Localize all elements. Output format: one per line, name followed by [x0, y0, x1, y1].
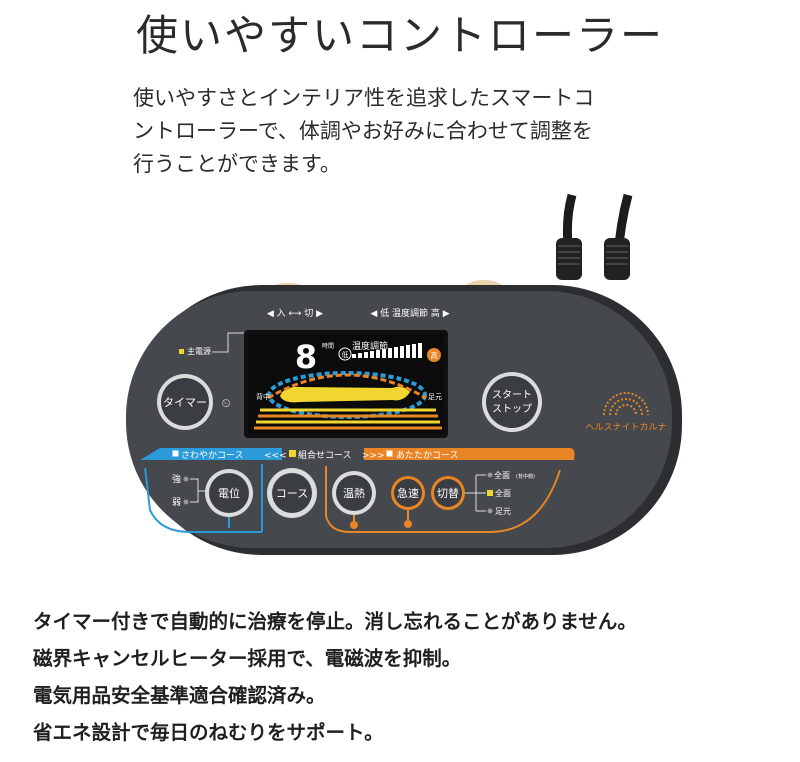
strong-label: 強 [172, 473, 181, 485]
timer-button-label: タイマー [163, 396, 207, 409]
course-combined-label: 組合せコース [298, 449, 352, 461]
switch-button[interactable]: 切替 [431, 476, 465, 510]
course-button[interactable]: コース [267, 468, 317, 518]
rapid-button-label: 急速 [397, 486, 419, 500]
feature-list: タイマー付きで自動的に治療を停止。消し忘れることがありません。 磁界キャンセルヒ… [33, 603, 793, 751]
switch-button-label: 切替 [437, 486, 459, 500]
low-badge: 低 [342, 350, 349, 359]
power-led [179, 349, 184, 354]
controller-image: ◀ 入 ⟷ 切 ▶ ◀ 低 温度調節 高 ▶ 主電源 8 時間 低 温度調節 高 [126, 193, 682, 555]
start-stop-button[interactable]: スタート ストップ [482, 372, 542, 432]
main-power-label: 主電源 [187, 346, 211, 356]
clock-icon: ⏲ [221, 396, 230, 410]
course-bar: さわやかコース <<< 組合せコース >>> あたたかコース [140, 448, 575, 461]
intro-text: 使いやすさとインテリア性を追求したスマートコ ントローラーで、体調やお好みに合わ… [133, 82, 693, 181]
mode-feet-label: 足元 [495, 507, 511, 516]
intro-line: 使いやすさとインテリア性を追求したスマートコ [133, 86, 595, 110]
high-badge: 高 [431, 351, 438, 360]
back-label: 背中 [256, 392, 270, 401]
arrows-left-icon: <<< [264, 451, 287, 461]
course-refresh-label: さわやかコース [181, 450, 244, 461]
feature-item: 電気用品安全基準適合確認済み。 [33, 684, 326, 707]
temp-title: 温度調節 [352, 340, 388, 352]
feature-item: 省エネ設計で毎日のねむりをサポート。 [33, 721, 384, 744]
brand-logo: ヘルスナイトカルナ [585, 392, 667, 433]
arrows-right-icon: >>> [362, 451, 385, 461]
feature-item: 磁界キャンセルヒーター採用で、電磁波を抑制。 [33, 647, 462, 670]
feet-label: 足元 [428, 393, 442, 401]
intro-line: ントローラーで、体調やお好みに合わせて調整を [133, 119, 593, 143]
timer-digit: 8 [295, 338, 317, 376]
rapid-led [404, 520, 412, 528]
mode-full-back-label: 全面 [494, 470, 510, 480]
brand-name: ヘルスナイトカルナ [585, 422, 666, 433]
lcd-display: 8 時間 低 温度調節 高 背中 足元 [244, 330, 448, 438]
warm-button-label: 温熱 [343, 487, 365, 500]
temperature-label: ◀ 低 温度調節 高 ▶ [370, 307, 449, 319]
start-label: スタート [492, 389, 532, 401]
feature-item: タイマー付きで自動的に治療を停止。消し忘れることがありません。 [33, 610, 637, 633]
on-off-label: ◀ 入 ⟷ 切 ▶ [267, 308, 323, 319]
warm-led [350, 521, 358, 529]
potential-button[interactable]: 電位 [205, 469, 253, 517]
page-title: 使いやすいコントローラー [135, 11, 664, 60]
mode-full-label: 全面 [495, 488, 511, 498]
body-silhouette [280, 386, 410, 403]
hours-label: 時間 [322, 342, 334, 350]
mode-full-back-sub: (背中側) [516, 473, 535, 480]
stop-label: ストップ [492, 403, 532, 415]
power-cables [556, 193, 633, 280]
rapid-button[interactable]: 急速 [391, 476, 425, 510]
course-warm-label: あたたかコース [396, 450, 459, 461]
potential-button-label: 電位 [218, 486, 240, 500]
timer-button[interactable]: タイマー [157, 374, 213, 430]
warm-button[interactable]: 温熱 [332, 471, 376, 515]
intro-line: 行うことができます。 [133, 152, 341, 176]
course-button-label: コース [276, 487, 308, 500]
weak-label: 弱 [172, 497, 181, 508]
